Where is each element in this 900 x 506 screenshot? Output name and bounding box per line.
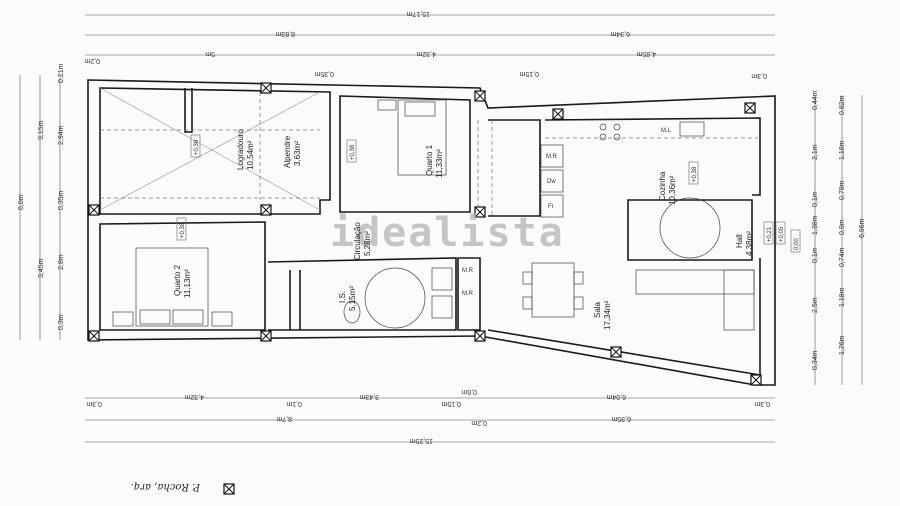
room-sala: Sala 17,34m² [593,300,612,330]
dim-text: 1,18m [839,287,846,307]
room-area: 3,63m² [293,141,302,166]
dim-text: 3,45m [38,258,45,278]
dim-top-total: 15,17m [406,10,430,17]
walls [87,79,776,386]
room-name: Sala [593,301,602,318]
dim-text: 0,82m [839,95,846,115]
bottom-dimensions: 0,3m 4,32m 0,1m 3,43m 0,15m 0,6m 6,04m 0… [85,388,775,444]
room-name: Hall [735,234,744,248]
room-name: Cozinha [658,171,667,201]
dim-top-left: 8,83m [275,30,295,37]
left-dimensions: 6,6m 3,15m 3,45m 0,21m 2,94m 0,35m 2,8m … [18,63,65,340]
room-name: Alpendre [283,135,292,168]
room-name: Circulação [353,222,362,260]
room-area: 11,33m² [435,149,444,178]
dim-text: 2,94m [58,125,65,145]
level-tag: +0,05 [779,226,785,242]
dim-top-right: 6,34m [610,30,630,37]
dim-text: 6,35m [611,415,631,422]
room-area: 11,13m² [183,269,192,298]
level-tag: +0,38 [350,144,356,160]
dim-text: 0,44m [812,90,819,110]
dim-text: 0,15m [519,70,539,77]
dim-text: 2,8m [58,254,65,270]
appliance-label: M.R [546,154,558,160]
column-legend-icon [223,483,235,495]
dim-text: 0,1m [812,247,819,263]
room-area: 17,34m² [603,300,612,330]
room-alpendre: Alpendre 3,63m² [283,135,302,168]
dim-text: 3,43m [359,393,379,400]
dim-text: 0,34m [812,350,819,370]
dim-text: 0,35m [314,70,334,77]
level-tag: +0,38 [692,166,698,182]
fixtures [99,87,758,331]
dim-text: 0,21m [58,63,65,83]
room-name: Quarto 2 [173,264,182,296]
room-quarto-2: Quarto 2 11,13m² [173,264,192,298]
dim-text: 0,74m [839,247,846,267]
right-dimensions: 0,44m 2,1m 0,1m 1,38m 0,1m 2,5m 0,34m 0,… [812,90,866,385]
appliance-label: Fr [548,204,554,210]
dim-text: 0,3m [86,400,102,407]
dim-text: 0,2m [471,419,487,426]
dim-text: 0,1m [812,191,819,207]
appliance-label: M.R [462,268,474,274]
level-tag: +0,38 [194,139,200,155]
dim-text: 0,2m [84,57,100,64]
room-area: 10,54m² [246,140,255,170]
dim-text: 2,5m [812,297,819,313]
room-area: 4,38m² [745,231,754,256]
room-area: 10,36m² [668,175,677,205]
dim-text: 15,25m [409,437,433,444]
dim-text: 4,32m [184,393,204,400]
room-labels: Logradouro 10,54m² Alpendre 3,63m² Quart… [173,129,754,330]
dim-text: 1,18m [839,140,846,160]
dim-text: 6,6m [18,194,25,210]
room-hall: Hall 4,38m² [735,231,754,256]
dim-text: 3,15m [38,120,45,140]
dim-text: 6,96m [859,218,866,238]
dim-text: 0,3m [58,314,65,330]
dim-text: 2,1m [812,144,819,160]
signature-block: P. Rocha, arq. [131,481,235,495]
watermark: idealista [330,210,565,256]
appliance-labels: M.R Dw Fr M.L M.R M.R [462,128,672,297]
level-tag: +0,21 [767,226,773,242]
appliance-label: M.L [661,128,672,134]
dim-text: 0,78m [839,180,846,200]
dim-text: 6,04m [606,393,626,400]
room-circulacao: Circulação 5,28m² [353,222,372,260]
appliance-label: Dw [547,179,556,185]
dim-text: 5m [205,50,215,57]
room-is: I.S. 5,15m² [338,286,357,311]
dim-text: 4,32m [416,50,436,57]
room-name: I.S. [338,291,347,303]
dim-text: 8,7m [276,415,292,422]
dim-text: 0,9m [839,219,846,235]
dim-text: 0,3m [754,400,770,407]
dim-text: 0,3m [751,72,767,79]
room-name: Quarto 1 [425,144,434,176]
dim-text: 1,38m [812,215,819,235]
room-cozinha: Cozinha 10,36m² [658,171,677,205]
room-logradouro: Logradouro 10,54m² [236,129,255,170]
room-area: 5,28m² [363,231,372,256]
dim-text: 0,35m [58,190,65,210]
level-markers: +0,38 +0,38 +0,38 +0,38 +0,21 +0,05 0,00 [176,134,801,253]
top-dimensions: 15,17m 8,83m 6,34m 0,2m 5m 4,32m 4,85m 0… [84,10,775,79]
room-quarto-1: Quarto 1 11,33m² [425,144,444,178]
level-tag: 0,00 [794,238,800,250]
appliance-label: M.R [462,291,474,297]
dim-text: 4,85m [636,50,656,57]
room-name: Logradouro [236,129,245,170]
dim-text: 0,6m [461,388,477,395]
dim-text: 1,26m [839,335,846,355]
dim-text: 0,1m [286,400,302,407]
room-area: 5,15m² [348,286,357,311]
dim-text: 0,15m [441,400,461,407]
level-tag: +0,38 [180,222,186,238]
signature: P. Rocha, arq. [131,481,201,492]
